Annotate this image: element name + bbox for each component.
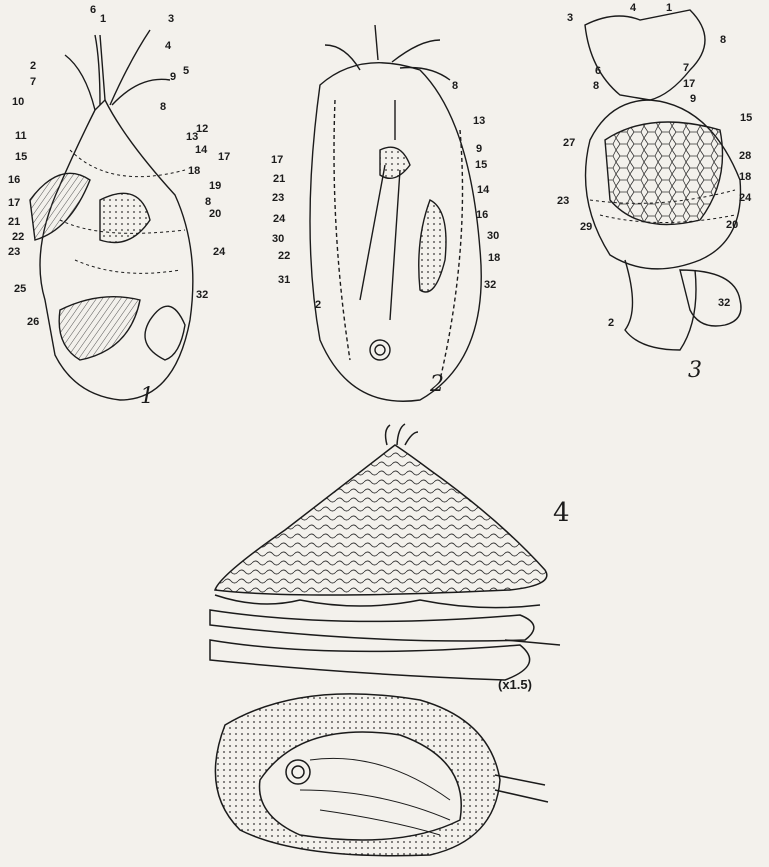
fig3-label: 24 [739,193,751,204]
fig3-label: 17 [683,79,695,90]
fig3-label: 20 [726,220,738,231]
fig1-label: 8 [205,197,211,208]
fig1-foot [59,297,140,360]
fig4-apex-tuft [386,424,418,445]
fig4-foot-rim [210,610,534,641]
fig3-label: 3 [567,13,573,24]
fig2-label: 23 [272,193,284,204]
fig3-label: 2 [608,318,614,329]
fig2-label: 17 [271,155,283,166]
fig3-label: 18 [739,172,751,183]
fig2-nerve-cords [360,100,400,320]
fig2-label: 9 [476,144,482,155]
fig2-label: 32 [484,280,496,291]
fig1-label: 4 [165,41,171,52]
fig3-label: 23 [557,196,569,207]
figure-number-2: 2 [430,372,444,397]
fig1-label: 24 [213,247,225,258]
figure-number-3: 3 [688,358,702,383]
fig1-organ [100,193,150,242]
fig2-label: 21 [273,174,285,185]
fig1-label: 18 [188,166,200,177]
figure-5-drawing [215,694,548,856]
fig1-label: 25 [14,284,26,295]
figure-4-drawing [210,424,560,680]
fig4-conical-shell [215,445,547,595]
fig1-label: 16 [8,175,20,186]
fig1-label: 20 [209,209,221,220]
fig3-label: 9 [690,94,696,105]
fig1-label: 22 [12,232,24,243]
fig1-label: 10 [12,97,24,108]
fig2-label: 16 [476,210,488,221]
figure-1-drawing [30,30,193,400]
fig3-label: 8 [720,35,726,46]
fig2-label: 14 [477,185,489,196]
fig2-head-tentacles [325,25,450,80]
fig1-label: 23 [8,247,20,258]
fig1-label: 32 [196,290,208,301]
figure-number-4: 4 [553,498,570,528]
fig3-label: 27 [563,138,575,149]
fig2-label: 15 [475,160,487,171]
fig3-label: 1 [666,3,672,14]
fig1-label: 11 [15,131,27,142]
fig1-label: 8 [160,102,166,113]
fig1-label: 13 [186,132,198,143]
fig4-mantle-fringe [215,595,540,608]
fig3-label: 7 [683,63,689,74]
fig1-label: 17 [218,152,230,163]
fig2-label: 22 [278,251,290,262]
fig2-spiral-shell [370,340,390,360]
fig2-label: 30 [272,234,284,245]
fig3-mantle-mesh [605,122,723,225]
fig3-label: 15 [740,113,752,124]
fig1-label: 2 [30,61,36,72]
fig2-label: 31 [278,275,290,286]
fig3-label: 28 [739,151,751,162]
fig1-label: 5 [183,66,189,77]
fig1-label: 14 [195,145,207,156]
fig2-label: 8 [452,81,458,92]
fig1-head-tentacles [65,30,170,110]
fig1-shell-spire [145,306,185,360]
fig2-label: 2 [315,300,321,311]
fig1-label: 6 [90,5,96,16]
fig1-label: 9 [170,72,176,83]
fig1-label: 19 [209,181,221,192]
fig1-label: 3 [168,14,174,25]
fig1-body-outline [40,100,193,400]
fig1-label: 17 [8,198,20,209]
fig4-foot-base [210,640,530,680]
fig2-label: 18 [488,253,500,264]
fig1-label: 21 [8,217,20,228]
fig4-tentacle [505,640,560,645]
fig1-label: 26 [27,317,39,328]
fig2-label: 24 [273,214,285,225]
fig1-gill [30,173,90,240]
fig3-shell-spire [680,270,741,326]
scale-note: (x1.5) [498,677,532,692]
fig2-label: 13 [473,116,485,127]
fig2-gonad [419,200,446,292]
fig2-ganglion [380,147,410,178]
fig1-label: 15 [15,152,27,163]
fig3-label: 29 [580,222,592,233]
fig3-label: 32 [718,298,730,309]
fig3-label: 4 [630,3,636,14]
fig3-label: 6 [595,66,601,77]
fig1-label: 1 [100,14,106,25]
fig2-label: 30 [487,231,499,242]
fig1-label: 7 [30,77,36,88]
figure-number-1: 1 [140,384,154,409]
fig3-label: 8 [593,81,599,92]
fig5-tentacles [495,775,548,802]
fig3-foot [625,260,696,350]
